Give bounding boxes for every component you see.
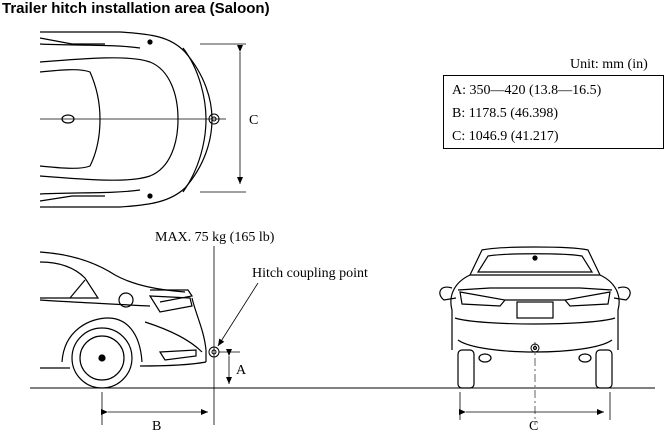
dim-a-line <box>219 349 240 384</box>
rear-view-car <box>439 246 631 389</box>
hitch-leader <box>217 282 259 347</box>
top-view-car <box>39 31 213 208</box>
side-rear-wheel <box>71 327 133 389</box>
spec-row-a: A: 350—420 (13.8—16.5) <box>452 83 602 98</box>
max-load-label: MAX. 75 kg (165 lb) <box>155 230 275 245</box>
page-title: Trailer hitch installation area (Saloon) <box>2 0 270 17</box>
dim-c-top-line <box>200 43 246 193</box>
dim-a-label: A <box>236 363 247 378</box>
spec-table: A: 350—420 (13.8—16.5) B: 1178.5 (46.398… <box>443 75 664 149</box>
spec-row-b: B: 1178.5 (46.398) <box>452 106 559 121</box>
dim-c-rear-line <box>459 392 611 420</box>
hitch-symbol-top <box>208 113 220 125</box>
side-view-car <box>39 251 207 369</box>
dim-b-line <box>101 392 208 425</box>
unit-label: Unit: mm (in) <box>570 57 648 72</box>
dim-c-rear-label: C <box>529 419 538 432</box>
dim-b-label: B <box>152 419 161 432</box>
spec-row-c: C: 1046.9 (41.217) <box>452 129 559 144</box>
hitch-point-label: Hitch coupling point <box>252 266 368 281</box>
dim-c-top-label: C <box>249 113 258 128</box>
